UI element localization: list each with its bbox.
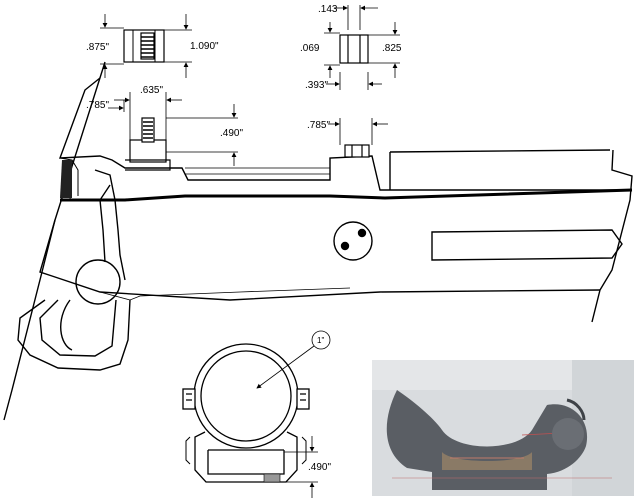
rear-scope-base [344,144,370,158]
action-shade [60,160,72,198]
ring-diameter-leader [256,330,331,389]
front-base-detail [123,29,165,63]
rear-top-label: .143 [318,4,338,15]
front-width-label: .635" [140,85,164,96]
front-height-label: .490" [220,128,244,139]
rear-base-side-dimension-lines [328,118,388,145]
rear-base-dimension-lines [324,5,400,90]
front-base-dimension-lines [100,14,192,78]
front-base-height-label: .875" [86,42,110,53]
rear-base-detail [339,34,369,64]
rear-offset-label: .785" [307,120,331,131]
rear-left-label: .069 [300,43,320,54]
ring-height-dimension-lines [284,436,318,498]
rear-right-label: .825 [382,43,402,54]
front-offset-label: .785" [86,100,110,111]
rifle-action-outline [3,61,633,421]
scope-ring-photo [372,360,634,496]
ring-diameter-label: 1" [317,336,325,345]
ring-height-label: .490" [308,462,332,473]
rear-bottom-label: .393" [305,80,329,91]
front-base-side-dimension-lines [108,92,238,166]
front-scope-base [125,117,171,171]
front-base-length-label: 1.090" [190,41,219,52]
scope-ring-drawing [182,343,310,483]
